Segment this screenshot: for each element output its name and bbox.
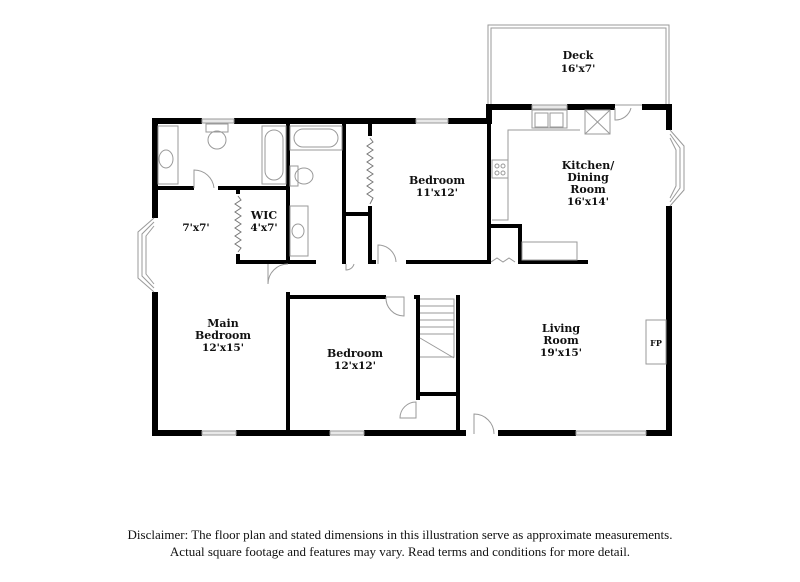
bath-fixtures bbox=[157, 123, 343, 257]
disclaimer-line-2: Actual square footage and features may v… bbox=[169, 544, 631, 559]
room-kitchen-dim: 16'x14' bbox=[567, 196, 609, 208]
room-wic-dim: 4'x7' bbox=[250, 222, 277, 234]
room-bath-dim: 7'x7' bbox=[182, 222, 209, 234]
room-labels: Deck 16'x7' Kitchen/ Dining Room 16'x14'… bbox=[182, 49, 662, 372]
bifold-doors bbox=[234, 137, 374, 253]
fireplace-label: FP bbox=[650, 338, 662, 348]
room-wic-name: WIC bbox=[250, 209, 277, 222]
interior-walls bbox=[152, 118, 588, 435]
room-main-bedroom-name-1: Main bbox=[207, 317, 238, 330]
disclaimer: Disclaimer: The floor plan and stated di… bbox=[0, 526, 800, 560]
doors bbox=[193, 107, 632, 435]
bay-window-left bbox=[137, 217, 155, 293]
room-main-bedroom-dim: 12'x15' bbox=[202, 342, 244, 354]
kitchen-fixtures bbox=[491, 109, 611, 261]
room-living-name-2: Room bbox=[543, 334, 579, 347]
room-deck-name: Deck bbox=[563, 49, 594, 62]
room-living-dim: 19'x15' bbox=[540, 347, 582, 359]
windows bbox=[201, 104, 647, 436]
bay-window-right bbox=[669, 129, 685, 207]
fireplace bbox=[645, 319, 667, 365]
room-bedroom-top-name: Bedroom bbox=[409, 174, 465, 187]
stairs bbox=[419, 298, 455, 359]
exterior-walls bbox=[152, 104, 672, 436]
room-main-bedroom-name-2: Bedroom bbox=[195, 329, 251, 342]
disclaimer-line-1: Disclaimer: The floor plan and stated di… bbox=[127, 527, 673, 542]
room-deck-dim: 16'x7' bbox=[561, 63, 596, 75]
room-bedroom-bottom-dim: 12'x12' bbox=[334, 360, 376, 372]
room-bedroom-top-dim: 11'x12' bbox=[416, 187, 458, 199]
room-kitchen-name-3: Room bbox=[570, 183, 606, 196]
room-kitchen-name-2: Dining bbox=[567, 171, 609, 184]
room-kitchen-name-1: Kitchen/ bbox=[562, 159, 616, 172]
room-bedroom-bottom-name: Bedroom bbox=[327, 347, 383, 360]
room-living-name-1: Living bbox=[542, 322, 580, 335]
